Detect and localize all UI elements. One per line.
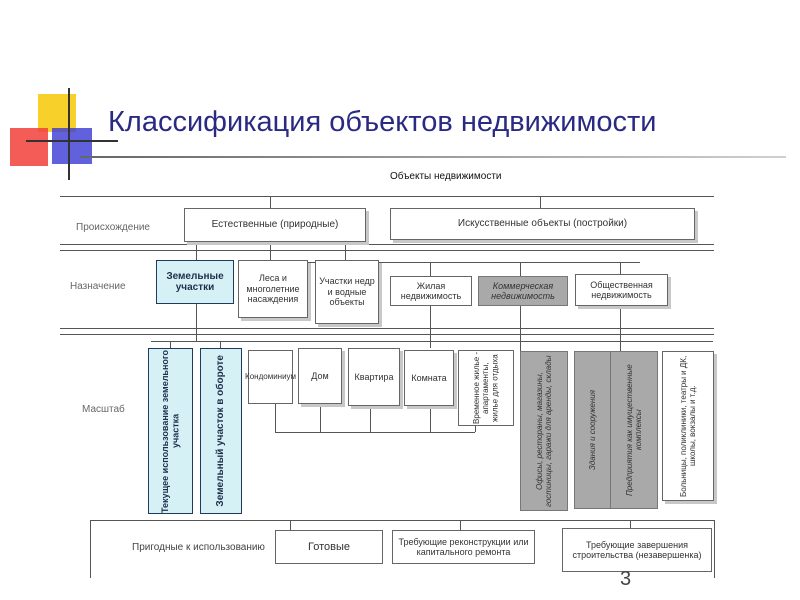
page-title: Классификация объектов недвижимости [108,106,657,138]
origin-artificial-label: Искусственные объекты (постройки) [457,218,628,230]
scale-house-box: Дом [298,348,342,404]
scale-land-current-box: Текущее использование земельного участка [148,348,193,514]
scale-room-label: Комната [411,372,447,383]
scale-land-turnover-label: Земельный участок в обороте [215,355,227,507]
title-underline [80,156,786,158]
connector-line [475,426,476,432]
separator-line [60,250,714,251]
connector-line [196,304,197,341]
connector-line [430,306,431,348]
diagram-root-label: Объекты недвижимости [390,171,502,182]
purpose-subsoil-box: Участки недр и водные объекты [315,260,379,324]
connector-line [90,520,91,578]
scale-condo-box: Кондоминиум [245,350,296,404]
row-label-scale: Масштаб [82,404,125,415]
purpose-forest-label: Леса и многолетние насаждения [246,273,300,305]
purpose-land-label: Земельные участки [166,270,224,294]
row-label-purpose: Назначение [70,281,126,292]
scale-land-turnover-box: Земельный участок в обороте [200,348,242,514]
scale-offices-box: Офисы, рестораны, магазины, гостиницы, г… [520,351,568,511]
scale-condo-label: Кондоминиум [245,372,296,382]
purpose-public-box: Общественная недвижимость [575,274,668,306]
readiness-completion-box: Требующие завершения строительства (неза… [562,528,712,572]
scale-offices-label: Офисы, рестораны, магазины, гостиницы, г… [534,355,553,507]
connector-line [320,404,321,432]
connector-line [220,341,221,349]
scale-buildings-box: Здания и сооружения [574,351,612,509]
origin-natural-box: Естественные (природные) [184,208,366,242]
scale-apartment-box: Квартира [348,348,400,406]
scale-apartment-label: Квартира [354,371,394,382]
scale-social-label: Больницы, поликлиники, театры и ДК, школ… [678,355,697,497]
connector-line [430,262,431,276]
connector-line [290,520,291,530]
purpose-residential-box: Жилая недвижимость [390,276,472,306]
connector-line [170,341,171,349]
origin-natural-label: Естественные (природные) [211,219,339,231]
origin-artificial-box: Искусственные объекты (постройки) [390,208,695,240]
scale-enterprises-box: Предприятия как имущественные комплексы [610,351,658,509]
connector-line [620,262,621,274]
connector-line [630,520,631,530]
connector-line [520,306,521,351]
separator-line [60,334,714,335]
scale-buildings-label: Здания и сооружения [588,389,598,471]
scale-house-label: Дом [311,370,329,381]
connector-line [430,406,431,432]
purpose-forest-box: Леса и многолетние насаждения [238,260,308,318]
connector-line [345,242,346,260]
scale-hostel-label: Временное жилье - апартаменты, жилье для… [472,351,500,425]
connector-line [270,242,271,260]
connector-line [714,520,715,578]
purpose-land-box: Земельные участки [156,260,234,304]
readiness-completion-label: Требующие завершения строительства (неза… [572,539,702,560]
connector-line [196,242,197,260]
connector-line [151,341,713,342]
connector-line [370,406,371,432]
logo-decoration [10,88,118,180]
connector-line [520,262,521,276]
readiness-reconstruction-box: Требующие реконструкции или капитального… [392,530,535,564]
purpose-residential-label: Жилая недвижимость [400,280,462,301]
purpose-commercial-label: Коммерческая недвижимость [491,280,555,301]
connector-line [620,306,621,351]
separator-line [60,244,714,245]
scale-land-current-label: Текущее использование земельного участка [160,349,181,513]
connector-line [275,432,475,433]
scale-hostel-box: Временное жилье - апартаменты, жилье для… [458,350,514,426]
readiness-ready-for-use-label: Пригодные к использованию [132,542,265,553]
connector-line [540,196,541,208]
scale-social-box: Больницы, поликлиники, театры и ДК, школ… [662,351,714,501]
connector-line [270,196,271,208]
readiness-ready-box: Готовые [275,530,383,564]
row-label-origin: Происхождение [76,222,150,233]
purpose-public-label: Общественная недвижимость [590,279,653,300]
connector-line [270,262,640,263]
purpose-commercial-box: Коммерческая недвижимость [478,276,568,306]
readiness-reconstruction-label: Требующие реконструкции или капитального… [398,536,529,557]
scale-enterprises-label: Предприятия как имущественные комплексы [624,364,643,496]
scale-room-box: Комната [404,350,454,406]
separator-line [90,520,714,521]
connector-line [60,196,714,197]
page-number: 3 [620,568,632,590]
connector-line [275,404,276,432]
readiness-ready-label: Готовые [308,540,350,553]
purpose-subsoil-label: Участки недр и водные объекты [319,276,375,308]
separator-line [60,328,714,329]
connector-line [460,520,461,530]
